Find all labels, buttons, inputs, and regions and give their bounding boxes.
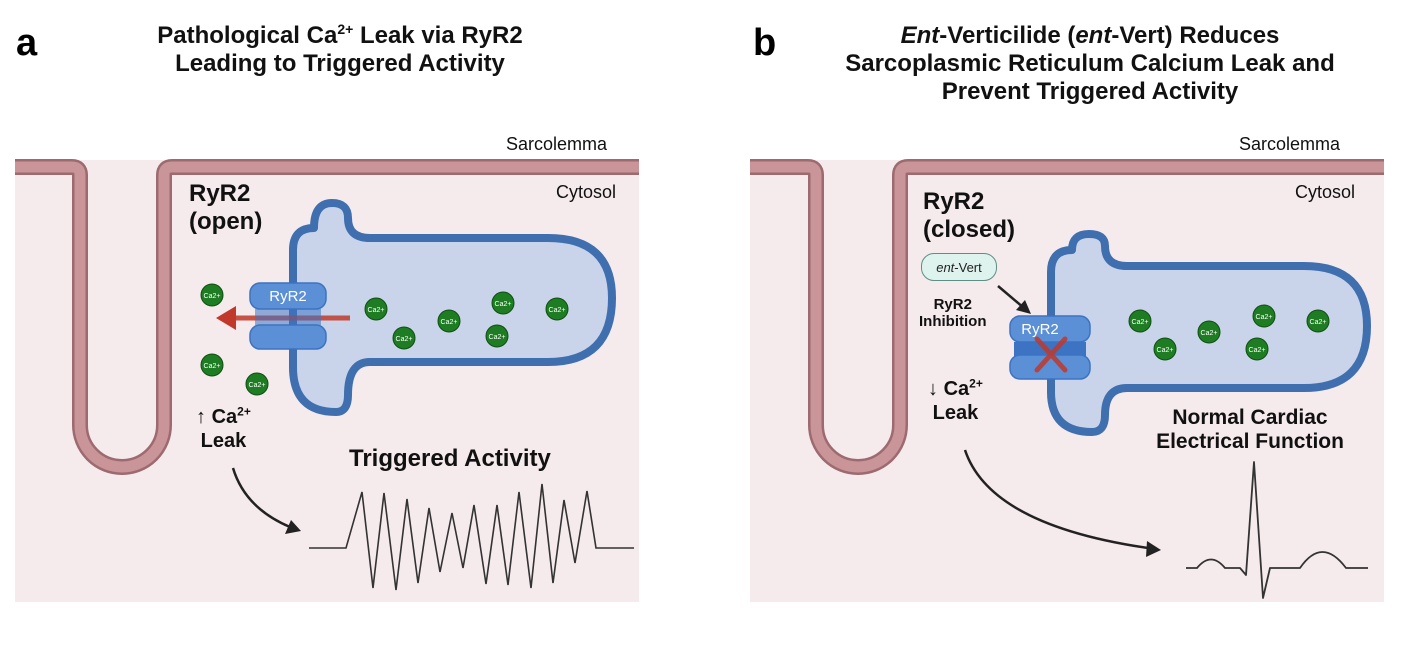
ca-leak-label: ↑ Ca2+ Leak bbox=[196, 404, 251, 452]
ca-ion: Ca2+ bbox=[1197, 320, 1221, 344]
ca-ion: Ca2+ bbox=[485, 324, 509, 348]
triggered-activity-trace bbox=[309, 483, 634, 591]
panel-b-diagram: RyR2 Ca2+ Ca2+ Ca2+ Ca2+ Ca2+ Ca2+ bbox=[750, 159, 1384, 602]
ryr2-inhibition-label: RyR2 Inhibition bbox=[919, 296, 987, 330]
ca-ion: Ca2+ bbox=[491, 291, 515, 315]
svg-text:Ca2+: Ca2+ bbox=[1132, 319, 1149, 326]
svg-text:Ca2+: Ca2+ bbox=[1249, 347, 1266, 354]
ca-ion: Ca2+ bbox=[1153, 337, 1177, 361]
svg-text:Ca2+: Ca2+ bbox=[1310, 319, 1327, 326]
panel-title: Pathological Ca2+ Leak via RyR2 Leading … bbox=[157, 21, 523, 77]
ryr2-channel-open: RyR2 bbox=[249, 282, 327, 350]
panel-a-diagram: RyR2 Ca2+ Ca2+ Ca2+ Ca2+ Ca2+ Ca2+ Ca2+ … bbox=[15, 159, 639, 602]
panel-title: Ent-Verticilide (ent-Vert) Reduces Sarco… bbox=[845, 22, 1335, 105]
ryr2-channel-closed: RyR2 bbox=[1009, 315, 1091, 380]
ca-ion: Ca2+ bbox=[1306, 309, 1330, 333]
panel-b: b Ent-Verticilide (ent-Vert) Reduces Sar… bbox=[700, 0, 1405, 666]
normal-function-label: Normal Cardiac Electrical Function bbox=[1156, 406, 1344, 453]
ca-leak-label: ↓ Ca2+ Leak bbox=[928, 376, 983, 424]
ca-ion: Ca2+ bbox=[392, 326, 416, 350]
svg-text:Ca2+: Ca2+ bbox=[1201, 330, 1218, 337]
sarcoplasmic-reticulum bbox=[289, 199, 616, 416]
outcome-arrow bbox=[963, 449, 1149, 550]
normal-ecg-trace bbox=[1186, 461, 1368, 599]
ca-ion: Ca2+ bbox=[245, 372, 269, 396]
svg-text:Ca2+: Ca2+ bbox=[1256, 314, 1273, 321]
ca-ion: Ca2+ bbox=[200, 283, 224, 307]
ca-ion: Ca2+ bbox=[200, 353, 224, 377]
inhibition-x-icon bbox=[1034, 336, 1068, 373]
svg-text:Ca2+: Ca2+ bbox=[249, 382, 266, 389]
svg-text:Ca2+: Ca2+ bbox=[549, 307, 566, 314]
svg-text:Ca2+: Ca2+ bbox=[441, 319, 458, 326]
cytosol-label: Cytosol bbox=[1295, 182, 1356, 202]
svg-text:Ca2+: Ca2+ bbox=[1157, 347, 1174, 354]
ca-ion: Ca2+ bbox=[545, 297, 569, 321]
drug-binding-arrow bbox=[997, 285, 1025, 309]
ent-vert-drug-pill: ent-Vert bbox=[921, 253, 997, 281]
triggered-activity-label: Triggered Activity bbox=[349, 445, 551, 472]
svg-text:Ca2+: Ca2+ bbox=[204, 293, 221, 300]
ryr2-heading: RyR2 (closed) bbox=[923, 188, 1016, 243]
channel-label: RyR2 bbox=[1021, 321, 1059, 338]
svg-text:Ca2+: Ca2+ bbox=[396, 336, 413, 343]
cytosol-label: Cytosol bbox=[556, 182, 617, 202]
panel-a: a Pathological Ca2+ Leak via RyR2 Leadin… bbox=[0, 0, 700, 666]
panel-letter: a bbox=[16, 22, 38, 64]
ryr2-heading: RyR2 (open) bbox=[189, 180, 263, 235]
panel-letter: b bbox=[753, 22, 777, 64]
sarcolemma-label: Sarcolemma bbox=[506, 134, 608, 154]
ca-ion: Ca2+ bbox=[1128, 309, 1152, 333]
ca-ion: Ca2+ bbox=[437, 309, 461, 333]
svg-text:Ca2+: Ca2+ bbox=[489, 334, 506, 341]
sarcolemma-label: Sarcolemma bbox=[1239, 134, 1341, 154]
ca-ion: Ca2+ bbox=[364, 297, 388, 321]
svg-text:Ca2+: Ca2+ bbox=[204, 363, 221, 370]
outcome-arrow bbox=[231, 467, 291, 529]
channel-label: RyR2 bbox=[269, 288, 307, 305]
ca-ion: Ca2+ bbox=[1245, 337, 1269, 361]
svg-text:Ca2+: Ca2+ bbox=[495, 301, 512, 308]
svg-text:Ca2+: Ca2+ bbox=[368, 307, 385, 314]
ca-ion: Ca2+ bbox=[1252, 304, 1276, 328]
